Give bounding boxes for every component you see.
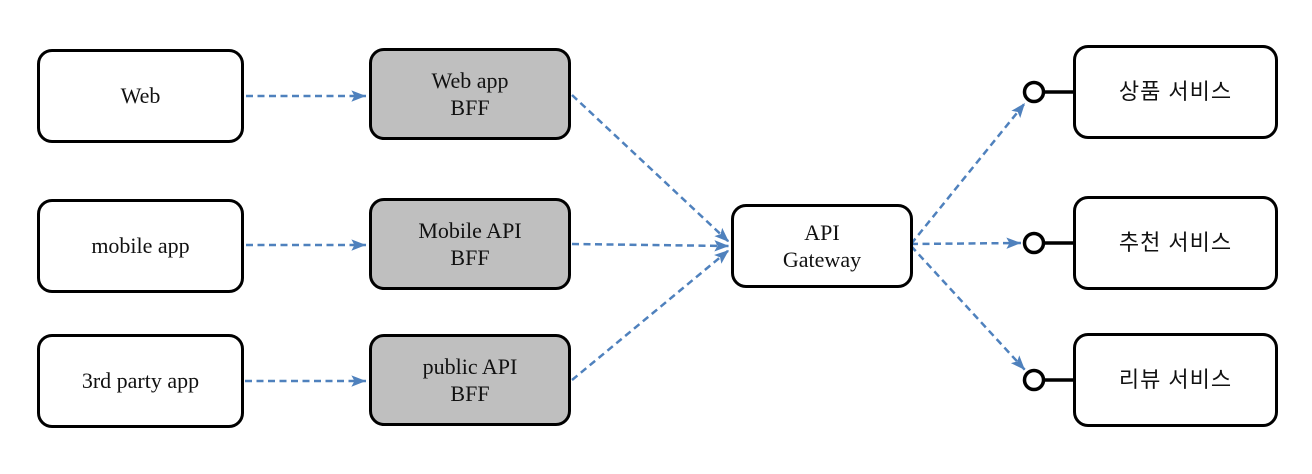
node-web-app-bff-label: Web app BFF bbox=[431, 67, 509, 121]
node-3rd-party-app-label: 3rd party app bbox=[81, 368, 200, 394]
edge-gateway-to-product-service bbox=[910, 102, 1026, 245]
node-api-gateway-label: API Gateway bbox=[782, 219, 862, 273]
node-api-gateway: API Gateway bbox=[731, 204, 913, 288]
edge-public-api-bff-to-gateway bbox=[571, 249, 730, 381]
edge-web-app-bff-to-gateway bbox=[571, 94, 730, 243]
node-recommendation-service: 추천 서비스 bbox=[1073, 196, 1278, 290]
node-product-service: 상품 서비스 bbox=[1073, 45, 1278, 139]
edge-mobile-api-bff-to-gateway bbox=[571, 240, 730, 252]
interface-lollipop-icon bbox=[1022, 368, 1046, 392]
node-mobile-app: mobile app bbox=[37, 199, 244, 293]
node-3rd-party-app: 3rd party app bbox=[37, 334, 244, 428]
node-recommendation-service-label: 추천 서비스 bbox=[1118, 230, 1233, 256]
node-public-api-bff-label: public API BFF bbox=[422, 353, 518, 407]
node-review-service: 리뷰 서비스 bbox=[1073, 333, 1278, 427]
edge-gateway-to-review-service bbox=[910, 245, 1026, 371]
node-review-service-label: 리뷰 서비스 bbox=[1118, 367, 1233, 393]
node-public-api-bff: public API BFF bbox=[369, 334, 571, 426]
node-mobile-api-bff: Mobile API BFF bbox=[369, 198, 571, 290]
interface-lollipop-icon bbox=[1022, 80, 1046, 104]
interface-lollipop-icon bbox=[1022, 231, 1046, 255]
node-web-label: Web bbox=[120, 83, 161, 109]
node-mobile-app-label: mobile app bbox=[91, 233, 190, 259]
dashed-arrow-group bbox=[245, 90, 1026, 387]
node-mobile-api-bff-label: Mobile API BFF bbox=[418, 217, 522, 271]
interface-connector-group bbox=[1022, 80, 1073, 392]
node-web: Web bbox=[37, 49, 244, 143]
edge-gateway-to-recommendation-service bbox=[910, 237, 1022, 249]
node-web-app-bff: Web app BFF bbox=[369, 48, 571, 140]
node-product-service-label: 상품 서비스 bbox=[1118, 79, 1233, 105]
